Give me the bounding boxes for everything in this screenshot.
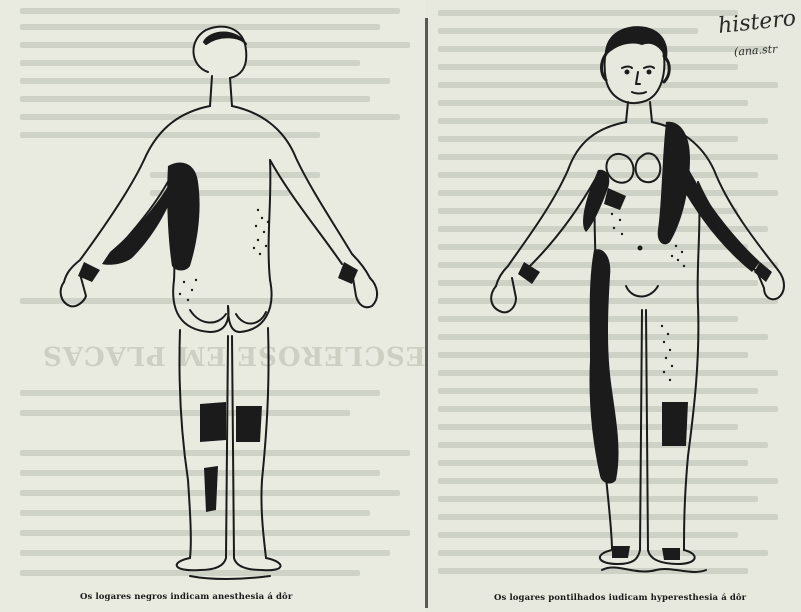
- caption-hyperesthesia: Os logares pontilhados iudicam hyperesth…: [494, 593, 746, 603]
- human-figure-front-icon: [466, 10, 786, 585]
- human-figure-back-icon: [40, 10, 400, 585]
- left-page: SIGNAES DA ESCLEROSE EM PLACAS: [0, 0, 426, 612]
- caption-anesthesia: Os logares negros indicam anesthesia á d…: [80, 592, 292, 602]
- right-page: histero (ana.str Os logares pontilhados …: [428, 0, 801, 612]
